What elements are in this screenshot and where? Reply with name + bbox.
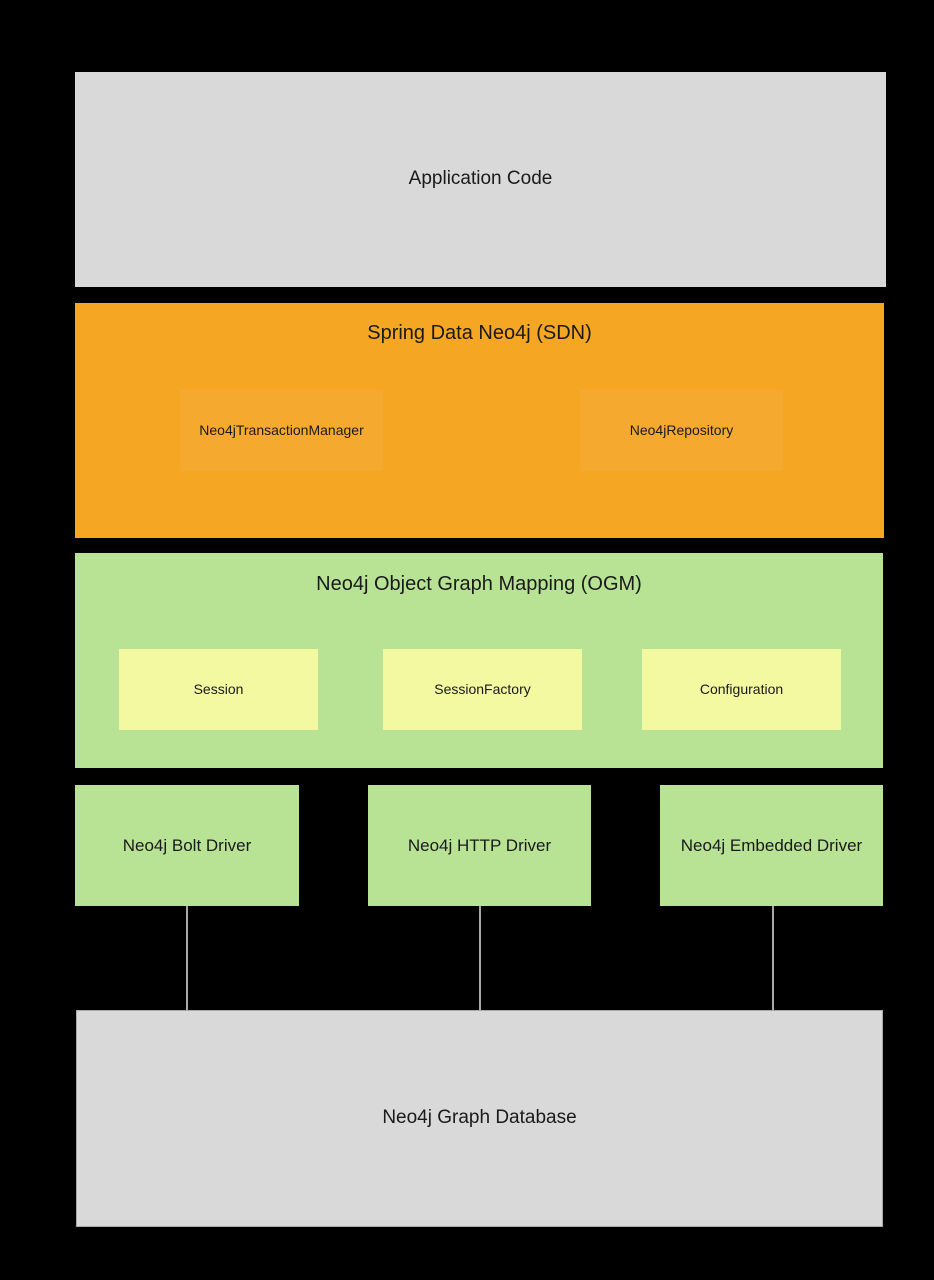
component-neo4j-transaction-manager: Neo4jTransactionManager: [180, 390, 383, 471]
driver-bolt: Neo4j Bolt Driver: [75, 785, 299, 906]
layer-neo4j-ogm: Neo4j Object Graph Mapping (OGM) Session…: [75, 553, 883, 768]
layer-spring-data-neo4j: Spring Data Neo4j (SDN) Neo4jTransaction…: [75, 303, 884, 538]
layer-neo4j-graph-database: Neo4j Graph Database: [76, 1010, 883, 1227]
neo4j-transaction-manager-label: Neo4jTransactionManager: [199, 422, 364, 439]
configuration-label: Configuration: [699, 681, 784, 698]
neo4j-graph-database-label: Neo4j Graph Database: [382, 1107, 577, 1129]
neo4j-ogm-title: Neo4j Object Graph Mapping (OGM): [316, 573, 642, 595]
component-session: Session: [119, 649, 318, 730]
driver-embedded: Neo4j Embedded Driver: [660, 785, 883, 906]
driver-bolt-label: Neo4j Bolt Driver: [122, 835, 252, 855]
session-factory-label: SessionFactory: [434, 681, 531, 698]
connector-line-embedded-to-database: [772, 906, 774, 1011]
application-code-label: Application Code: [408, 168, 553, 190]
component-neo4j-repository: Neo4jRepository: [580, 390, 783, 471]
neo4j-repository-label: Neo4jRepository: [629, 422, 734, 439]
connector-line-bolt-to-database: [186, 906, 188, 1011]
driver-http-label: Neo4j HTTP Driver: [407, 835, 552, 855]
session-label: Session: [193, 681, 244, 698]
component-configuration: Configuration: [642, 649, 841, 730]
connector-line-http-to-database: [479, 906, 481, 1011]
driver-embedded-label: Neo4j Embedded Driver: [680, 835, 863, 855]
driver-http: Neo4j HTTP Driver: [368, 785, 591, 906]
component-session-factory: SessionFactory: [383, 649, 582, 730]
spring-data-neo4j-title: Spring Data Neo4j (SDN): [367, 322, 592, 344]
layer-application-code: Application Code: [75, 72, 886, 287]
